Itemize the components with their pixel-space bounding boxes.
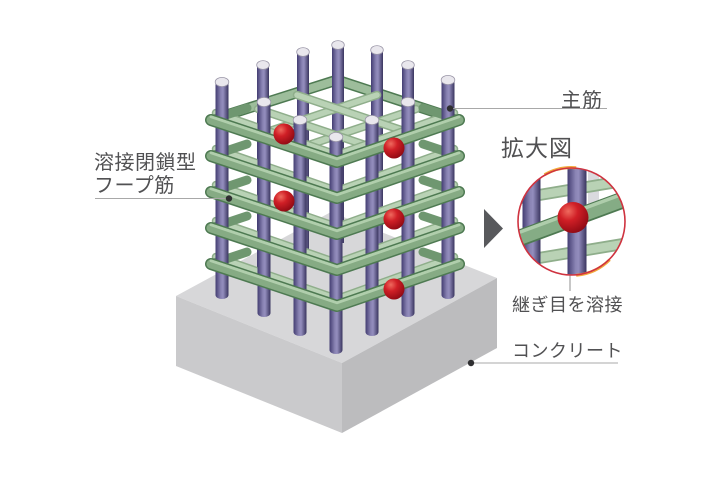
weld-joint-label: 継ぎ目を溶接 bbox=[512, 295, 623, 315]
hoop-label: 溶接閉鎖型 フープ筋 bbox=[94, 152, 197, 198]
hoop-label-line1: 溶接閉鎖型 bbox=[94, 152, 197, 174]
magnifier-circle bbox=[517, 165, 626, 277]
hoop-bands bbox=[205, 114, 465, 312]
main-bar-label: 主筋 bbox=[561, 90, 603, 112]
enlarged-view-label: 拡大図 bbox=[501, 136, 573, 161]
leader-dots bbox=[225, 105, 475, 367]
rebar-cage bbox=[205, 40, 465, 354]
concrete-label: コンクリート bbox=[512, 341, 623, 361]
weld-dots bbox=[273, 123, 405, 300]
arrow-right-icon bbox=[484, 209, 503, 248]
hoop-label-line2: フープ筋 bbox=[94, 175, 175, 197]
